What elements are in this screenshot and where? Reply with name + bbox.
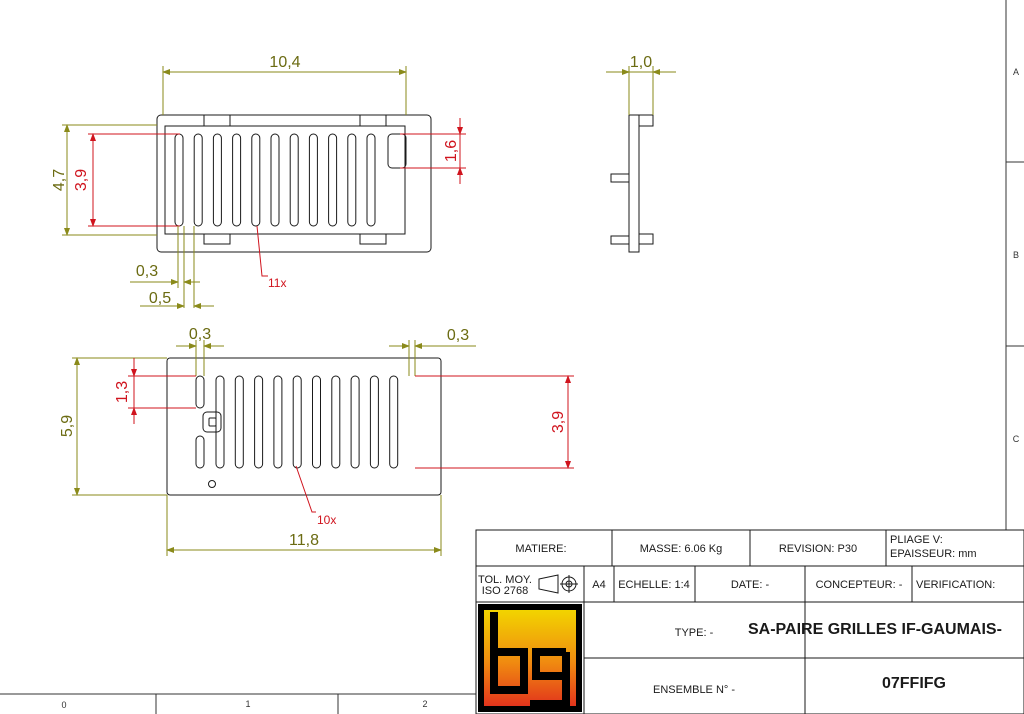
dim-top-rib-pitch: 0,5 — [149, 290, 171, 307]
bottom-view-slot — [369, 375, 379, 469]
ensemble-label: ENSEMBLE N° - — [653, 684, 735, 696]
top-view-slots — [174, 133, 376, 227]
dim-top-height-inner: 3,9 — [73, 169, 90, 191]
bottom-view-slot — [254, 375, 264, 469]
bottom-view-slot — [350, 375, 360, 469]
zone-label-a: A — [1013, 67, 1019, 77]
dim-top-height-outer: 4,7 — [51, 169, 68, 191]
dim-bottom-rib-right: 0,3 — [447, 327, 469, 344]
bottom-view-dimensions — [72, 340, 574, 556]
dim-bottom-height-outer: 5,9 — [59, 415, 76, 437]
format-field: A4 — [592, 579, 605, 591]
bottom-view-slot — [292, 375, 302, 469]
top-view-slot — [328, 133, 338, 227]
zone-label-1: 1 — [245, 699, 250, 709]
bottom-view-slot — [234, 375, 244, 469]
callout-top-slot-count: 11x — [268, 276, 286, 290]
side-view-dimensions — [606, 66, 676, 115]
top-view-slot — [232, 133, 242, 227]
side-view — [610, 114, 654, 253]
pliage-field: PLIAGE V: — [890, 534, 943, 546]
top-view-slot — [289, 133, 299, 227]
top-view-slot — [174, 133, 184, 227]
date-field: DATE: - — [731, 579, 770, 591]
bottom-view-slot — [273, 375, 283, 469]
verification-field: VERIFICATION: — [916, 579, 995, 591]
dim-bottom-height-inner: 3,9 — [550, 411, 567, 433]
masse-field: MASSE: 6.06 Kg — [640, 543, 723, 555]
bottom-view-slot — [331, 375, 341, 469]
callout-bottom-slot-count: 10x — [317, 513, 336, 527]
bottom-view-slot — [215, 375, 225, 469]
zone-label-c: C — [1013, 434, 1020, 444]
projection-symbol-icon — [538, 574, 578, 594]
epaisseur-field: EPAISSEUR: mm — [890, 548, 977, 560]
top-view-dimensions — [62, 66, 466, 309]
top-view-slot — [193, 133, 203, 227]
dim-bottom-width: 11,8 — [289, 532, 319, 549]
top-view-slot — [251, 133, 261, 227]
top-view-slot — [270, 133, 280, 227]
dim-top-rib-width: 0,3 — [136, 263, 158, 280]
dim-top-slot-length: 1,6 — [443, 140, 460, 162]
zone-label-0: 0 — [61, 700, 66, 710]
ensemble-value: 07FFIFG — [882, 675, 946, 692]
tolerance-line1: TOL. MOY. — [478, 574, 532, 586]
bottom-view-slot — [312, 375, 321, 469]
top-view-outline — [156, 114, 432, 253]
top-view-slot — [366, 133, 376, 227]
matiere-label: MATIERE: — [515, 543, 566, 555]
zone-label-2: 2 — [422, 699, 427, 709]
dim-bottom-short-slot: 1,3 — [114, 381, 131, 403]
bottom-view-small-slots — [195, 375, 222, 488]
bottom-view — [166, 357, 442, 496]
top-view-short-slot — [387, 133, 407, 169]
zone-label-b: B — [1013, 250, 1019, 260]
concepteur-field: CONCEPTEUR: - — [816, 579, 903, 591]
bottom-view-slot — [389, 375, 399, 469]
type-label: TYPE: - — [675, 627, 714, 639]
dim-top-width: 10,4 — [269, 54, 300, 71]
type-value: SA-PAIRE GRILLES IF-GAUMAIS- — [748, 621, 1002, 638]
tolerance-line2: ISO 2768 — [482, 585, 528, 597]
dim-side-thickness: 1,0 — [630, 54, 652, 71]
bottom-view-slots — [215, 375, 399, 469]
echelle-field: ECHELLE: 1:4 — [618, 579, 690, 591]
revision-field: REVISION: P30 — [779, 543, 857, 555]
top-view-slot — [308, 133, 318, 227]
dim-bottom-rib-left: 0,3 — [189, 326, 211, 343]
company-logo — [478, 604, 582, 712]
top-view-slot — [212, 133, 222, 227]
top-view-slot — [347, 133, 357, 227]
bottom-view-outline — [166, 357, 442, 496]
top-view — [156, 114, 432, 253]
